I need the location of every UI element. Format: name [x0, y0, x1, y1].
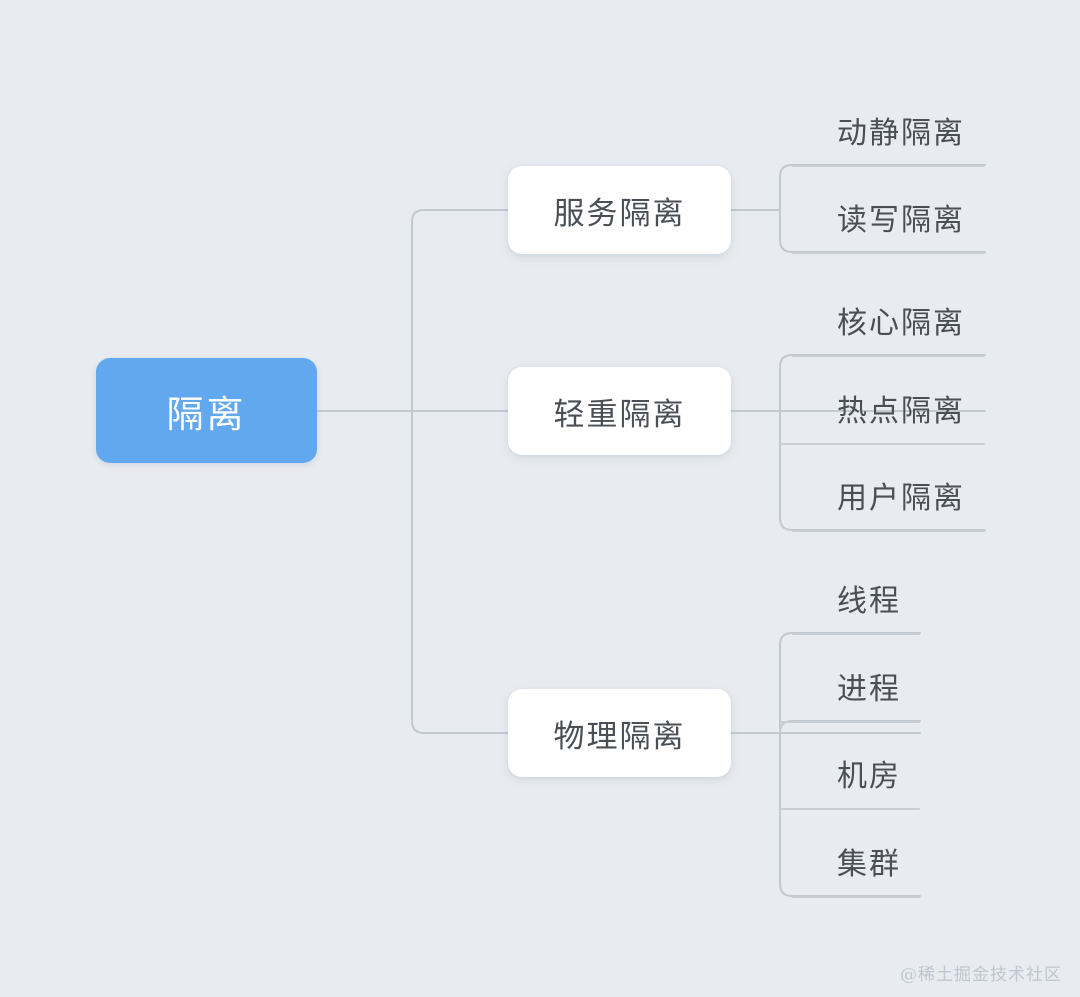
leaf-underline — [792, 165, 985, 167]
leaf-node-label: 热点隔离 — [837, 395, 965, 428]
leaf-node-process[interactable]: 进程 — [780, 659, 920, 713]
leaf-underline — [792, 355, 985, 357]
leaf-node-label: 动静隔离 — [837, 117, 965, 150]
leaf-underline — [780, 808, 920, 810]
leaf-node-core-isolation[interactable]: 核心隔离 — [780, 293, 985, 347]
leaf-node-read-write-isolation[interactable]: 读写隔离 — [780, 190, 985, 244]
branch-node-label: 物理隔离 — [553, 718, 686, 754]
leaf-underline — [780, 721, 920, 723]
leaf-underline — [792, 633, 920, 635]
leaf-node-thread[interactable]: 线程 — [780, 571, 920, 625]
leaf-node-hotspot-isolation[interactable]: 热点隔离 — [780, 381, 985, 435]
leaf-node-dynamic-static-isolation[interactable]: 动静隔离 — [780, 103, 985, 157]
leaf-underline — [780, 443, 985, 445]
branch-node-physical-isolation[interactable]: 物理隔离 — [508, 689, 731, 777]
branch-node-light-heavy-isolation[interactable]: 轻重隔离 — [508, 367, 731, 455]
leaf-underline — [792, 530, 985, 532]
watermark: @稀土掘金技术社区 — [900, 965, 1062, 985]
leaf-node-label: 进程 — [837, 673, 901, 706]
leaf-node-label: 集群 — [837, 848, 901, 881]
leaf-underline — [792, 252, 985, 254]
leaf-node-label: 线程 — [837, 585, 901, 618]
leaf-underline — [792, 896, 920, 898]
leaf-node-label: 读写隔离 — [837, 204, 965, 237]
root-node-label: 隔离 — [166, 393, 247, 435]
leaf-node-label: 用户隔离 — [837, 482, 965, 515]
leaf-node-cluster[interactable]: 集群 — [780, 834, 920, 888]
leaf-node-label: 核心隔离 — [837, 307, 965, 340]
branch-node-label: 服务隔离 — [553, 195, 686, 231]
leaf-node-label: 机房 — [837, 760, 901, 793]
branch-node-label: 轻重隔离 — [553, 396, 686, 432]
leaf-node-data-center[interactable]: 机房 — [780, 746, 920, 800]
root-node[interactable]: 隔离 — [96, 358, 317, 463]
branch-node-service-isolation[interactable]: 服务隔离 — [508, 166, 731, 254]
leaf-node-user-isolation[interactable]: 用户隔离 — [780, 468, 985, 522]
